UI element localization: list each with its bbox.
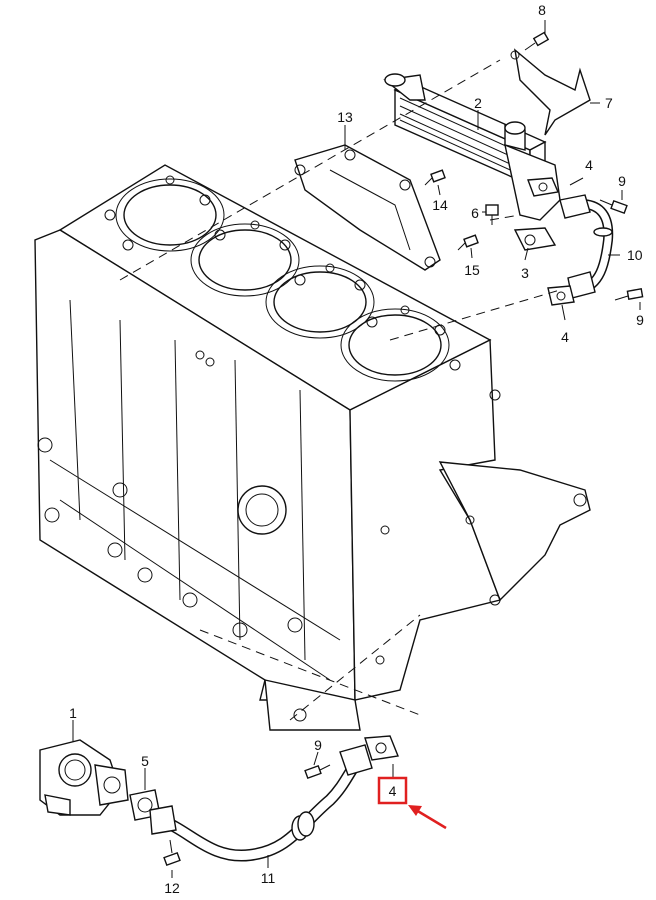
- gasket-4-bottom: [364, 735, 399, 761]
- leader-lines: [72, 20, 641, 878]
- egr-pipe-11: [149, 744, 373, 862]
- callout-13: 13: [337, 109, 353, 125]
- callout-9-middle: 9: [636, 312, 644, 328]
- mounting-bracket-13: [294, 144, 441, 271]
- callout-9-upper: 9: [618, 173, 626, 189]
- callout-4-highlighted: 4: [389, 783, 397, 799]
- callout-4-upper: 4: [585, 157, 593, 173]
- assembly-lines: [119, 59, 561, 721]
- arrow-head: [408, 805, 422, 816]
- highlight-box: [377, 776, 408, 805]
- callout-3: 3: [521, 265, 529, 281]
- gasket-4-upper: [527, 177, 559, 197]
- callout-1: 1: [69, 705, 77, 721]
- callout-15: 15: [464, 262, 480, 278]
- callout-8: 8: [538, 2, 546, 18]
- callout-11: 11: [261, 870, 276, 886]
- highlighted-callout: 4: [377, 776, 408, 805]
- engine-block: [34, 164, 591, 731]
- callout-14: 14: [432, 197, 448, 213]
- callout-7: 7: [605, 95, 613, 111]
- arrow-shaft: [415, 808, 447, 830]
- gasket-4-lower: [547, 285, 575, 306]
- callout-12: 12: [164, 880, 180, 896]
- callout-4-lower: 4: [561, 329, 569, 345]
- callout-labels: 8 7 2 13 4 9 10 3 4 9 14 6 15 1 5 9 12 1…: [69, 2, 644, 896]
- callout-5: 5: [141, 753, 149, 769]
- callout-6: 6: [471, 205, 479, 221]
- pointer-arrow: [408, 805, 447, 830]
- bracket-7: [510, 48, 591, 136]
- egr-pipe-10: [559, 194, 614, 299]
- callout-2: 2: [474, 95, 482, 111]
- callout-10: 10: [627, 247, 643, 263]
- egr-valve-1: [39, 739, 129, 816]
- bolts: [163, 31, 644, 867]
- gasket-3: [513, 227, 557, 251]
- callout-9-lower: 9: [314, 737, 322, 753]
